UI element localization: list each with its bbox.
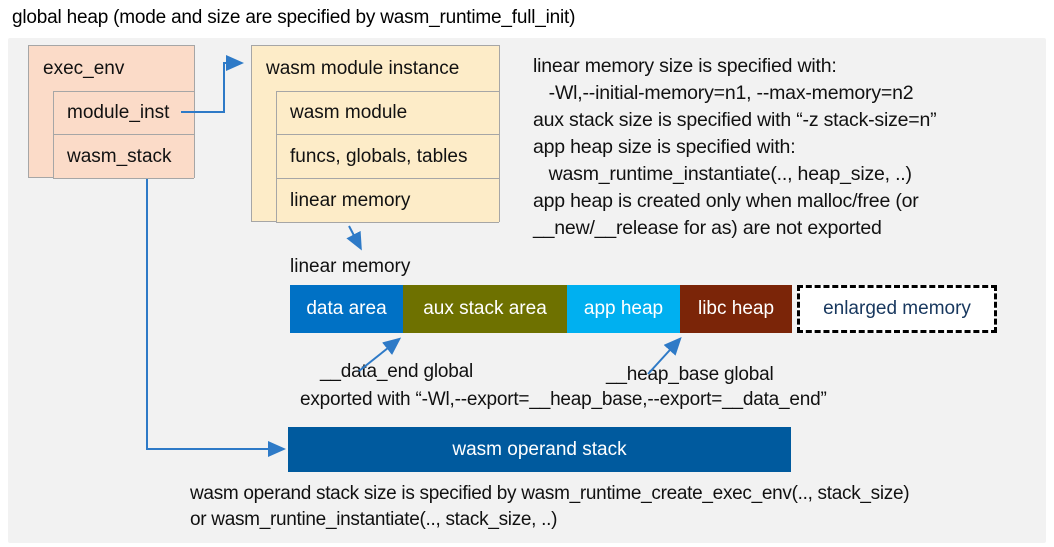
linear-memory-label: linear memory bbox=[290, 256, 411, 277]
note-line-5: wasm_runtime_instantiate(.., heap_size, … bbox=[533, 163, 912, 185]
segment-app-heap: app heap bbox=[567, 285, 680, 333]
segment-enlarged-memory: enlarged memory bbox=[797, 285, 997, 333]
exec-env-row-module-inst: module_inst bbox=[53, 91, 194, 135]
bottom-note-line-2: or wasm_runtine_instantiate(.., stack_si… bbox=[190, 509, 558, 530]
module-instance-row-linear-memory: linear memory bbox=[276, 179, 499, 223]
exec-env-header: exec_env bbox=[43, 57, 125, 79]
note-line-1: linear memory size is specified with: bbox=[533, 55, 837, 77]
exec-env-box: exec_env module_inst wasm_stack bbox=[28, 45, 195, 179]
segment-aux-stack-area: aux stack area bbox=[403, 285, 567, 333]
annotation-data-end-global: __data_end global bbox=[320, 361, 473, 382]
module-instance-box: wasm module instance wasm module funcs, … bbox=[251, 45, 500, 223]
segment-data-area: data area bbox=[290, 285, 403, 333]
notes-right: linear memory size is specified with: -W… bbox=[533, 53, 937, 242]
module-instance-row-wasm-module: wasm module bbox=[276, 91, 499, 135]
wasm-operand-stack-bar: wasm operand stack bbox=[288, 427, 791, 472]
note-line-7: __new/__release for as) are not exported bbox=[533, 217, 882, 239]
bottom-note-line-1: wasm operand stack size is specified by … bbox=[190, 483, 910, 504]
annotation-export-flags: exported with “-Wl,--export=__heap_base,… bbox=[300, 389, 827, 410]
module-instance-row-funcs-globals-tables: funcs, globals, tables bbox=[276, 135, 499, 179]
wasm-operand-stack-label: wasm operand stack bbox=[452, 438, 627, 460]
note-line-4: app heap size is specified with: bbox=[533, 136, 796, 158]
module-instance-header: wasm module instance bbox=[266, 57, 460, 79]
bottom-note: wasm operand stack size is specified by … bbox=[190, 481, 910, 533]
linear-memory-bar: data area aux stack area app heap libc h… bbox=[290, 285, 997, 333]
diagram-title: global heap (mode and size are specified… bbox=[12, 7, 576, 28]
note-line-6: app heap is created only when malloc/fre… bbox=[533, 190, 919, 212]
exec-env-row-wasm-stack: wasm_stack bbox=[53, 135, 194, 179]
annotation-heap-base-global: __heap_base global bbox=[606, 364, 774, 385]
note-line-3: aux stack size is specified with “-z sta… bbox=[533, 109, 937, 131]
segment-libc-heap: libc heap bbox=[680, 285, 792, 333]
note-line-2: -Wl,--initial-memory=n1, --max-memory=n2 bbox=[533, 82, 914, 104]
